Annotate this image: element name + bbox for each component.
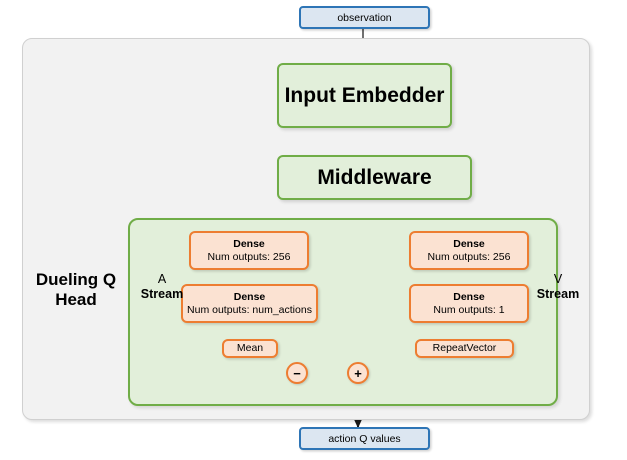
advantage-dense-2-title: Dense: [233, 290, 266, 303]
advantage-stream-label: A Stream: [136, 272, 188, 302]
advantage-stream-label-line2: Stream: [140, 286, 184, 301]
advantage-dense-1-node[interactable]: Dense Num outputs: 256: [189, 231, 309, 270]
value-dense-1-title: Dense: [453, 237, 485, 250]
input-embedder-node[interactable]: Input Embedder: [277, 63, 452, 128]
repeatvector-node[interactable]: RepeatVector: [415, 339, 514, 358]
observation-label: observation: [337, 11, 392, 24]
subtract-symbol: −: [293, 365, 301, 381]
value-stream-label-line2: Stream: [536, 286, 580, 301]
input-embedder-label: Input Embedder: [284, 83, 445, 107]
middleware-label: Middleware: [317, 165, 432, 189]
repeatvector-label: RepeatVector: [432, 342, 497, 354]
value-dense-2-node[interactable]: Dense Num outputs: 1: [409, 284, 529, 323]
observation-node[interactable]: observation: [299, 6, 430, 29]
value-dense-2-detail: Num outputs: 1: [433, 303, 505, 316]
advantage-dense-2-node[interactable]: Dense Num outputs: num_actions: [181, 284, 318, 323]
advantage-dense-1-title: Dense: [233, 237, 265, 250]
add-operator[interactable]: +: [347, 362, 369, 384]
dueling-q-head-label-line1: Dueling Q: [35, 270, 117, 289]
mean-node[interactable]: Mean: [222, 339, 278, 358]
advantage-stream-label-line1: A: [157, 272, 167, 286]
subtract-operator[interactable]: −: [286, 362, 308, 384]
value-stream-label-line1: V: [553, 272, 563, 286]
advantage-dense-1-detail: Num outputs: 256: [207, 250, 291, 263]
value-dense-2-title: Dense: [453, 290, 485, 303]
value-stream-label: V Stream: [532, 272, 584, 302]
action-q-values-node[interactable]: action Q values: [299, 427, 430, 450]
advantage-dense-2-detail: Num outputs: num_actions: [187, 303, 312, 316]
dueling-q-head-label: Dueling Q Head: [30, 270, 122, 310]
add-symbol: +: [354, 365, 362, 381]
action-q-values-label: action Q values: [328, 432, 401, 445]
dueling-q-head-label-line2: Head: [55, 290, 97, 310]
value-dense-1-detail: Num outputs: 256: [427, 250, 511, 263]
mean-label: Mean: [236, 342, 264, 354]
value-dense-1-node[interactable]: Dense Num outputs: 256: [409, 231, 529, 270]
middleware-node[interactable]: Middleware: [277, 155, 472, 200]
